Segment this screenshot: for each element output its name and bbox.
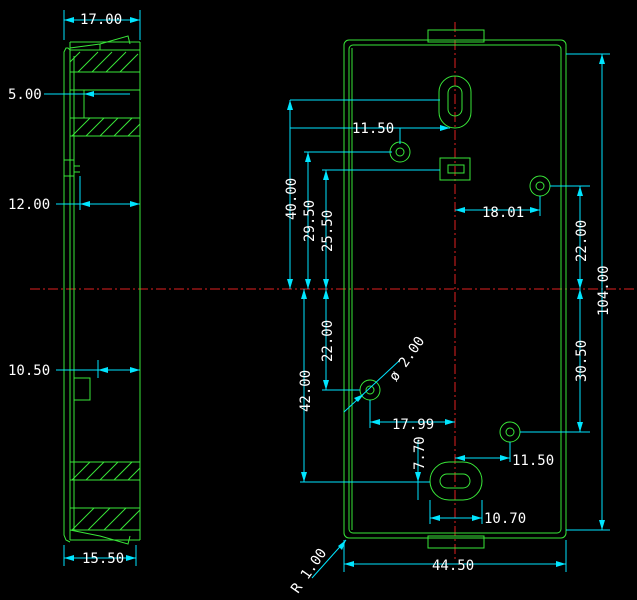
dim-diameter-2-00: ø 2.00 [386,334,428,385]
hole-right [529,175,551,197]
dim-30-50: 30.50 [574,340,590,382]
dim-104-00: 104.00 [596,265,612,316]
dim-22-00-left: 22.00 [320,320,336,362]
dim-11-50-bottom: 11.50 [512,453,554,469]
dim-15-50: 15.50 [82,551,124,567]
dim-10-50: 10.50 [8,363,50,379]
top-slot-outer [438,75,472,129]
dim-40-00: 40.00 [284,178,300,220]
dim-42-00: 42.00 [298,370,314,412]
front-view: 11.50 40.00 29.50 25.50 18.01 22.00 [284,29,612,597]
hole-top-left [389,141,411,163]
dim-18-01: 18.01 [482,205,524,221]
bottom-slot-inner [439,473,471,489]
dim-10-70: 10.70 [484,511,526,527]
dim-44-50: 44.50 [432,558,474,574]
dim-25-50: 25.50 [320,210,336,252]
dim-7-70: 7.70 [412,436,428,470]
dim-12-00: 12.00 [8,197,50,213]
dim-11-50-top: 11.50 [352,121,394,137]
top-slot-inner [447,85,463,117]
bottom-slot-outer [429,461,483,501]
hole-bottom-left [359,379,381,401]
hole-bottom-right [499,421,521,443]
dim-17-00: 17.00 [80,12,122,28]
dim-radius-1-00: R 1.00 [288,546,330,597]
dim-29-50: 29.50 [302,200,318,242]
dim-17-99: 17.99 [392,417,434,433]
dim-22-00-right: 22.00 [574,220,590,262]
side-view: 17.00 5.00 12.00 10.50 15.50 [8,10,141,567]
dim-5-00: 5.00 [8,87,42,103]
